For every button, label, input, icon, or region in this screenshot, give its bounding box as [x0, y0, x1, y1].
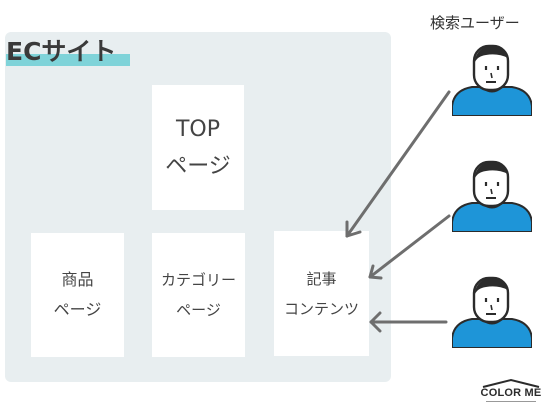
top-page-card: TOP ページ	[152, 85, 244, 210]
search-users-label: 検索ユーザー	[430, 14, 520, 32]
arrow-user1-to-article	[345, 90, 451, 238]
arrow-user3-to-article	[369, 311, 448, 333]
product-page-label: 商品 ページ	[53, 270, 102, 319]
roof-icon	[482, 378, 540, 388]
category-page-label: カテゴリー ページ	[160, 271, 236, 319]
article-content-label: 記事 コンテンツ	[283, 269, 359, 318]
person-icon	[452, 160, 532, 232]
top-page-label: TOP ページ	[165, 116, 231, 179]
user-avatar-3	[452, 272, 532, 348]
logo-name: COLOR ME	[480, 387, 542, 399]
person-icon	[452, 44, 532, 116]
user-avatar-1	[452, 40, 532, 116]
product-page-card: 商品 ページ	[31, 233, 124, 357]
logo-tagline-mark	[478, 400, 544, 403]
color-me-logo: COLOR ME	[478, 378, 544, 408]
user-avatar-2	[452, 156, 532, 232]
category-page-card: カテゴリー ページ	[152, 233, 245, 357]
ec-site-title: ECサイト	[6, 37, 136, 69]
arrow-user2-to-article	[368, 214, 451, 280]
person-icon	[452, 276, 532, 348]
ec-site-title-text: ECサイト	[6, 37, 117, 66]
article-content-card: 記事 コンテンツ	[274, 231, 369, 356]
title-highlight	[6, 54, 130, 66]
